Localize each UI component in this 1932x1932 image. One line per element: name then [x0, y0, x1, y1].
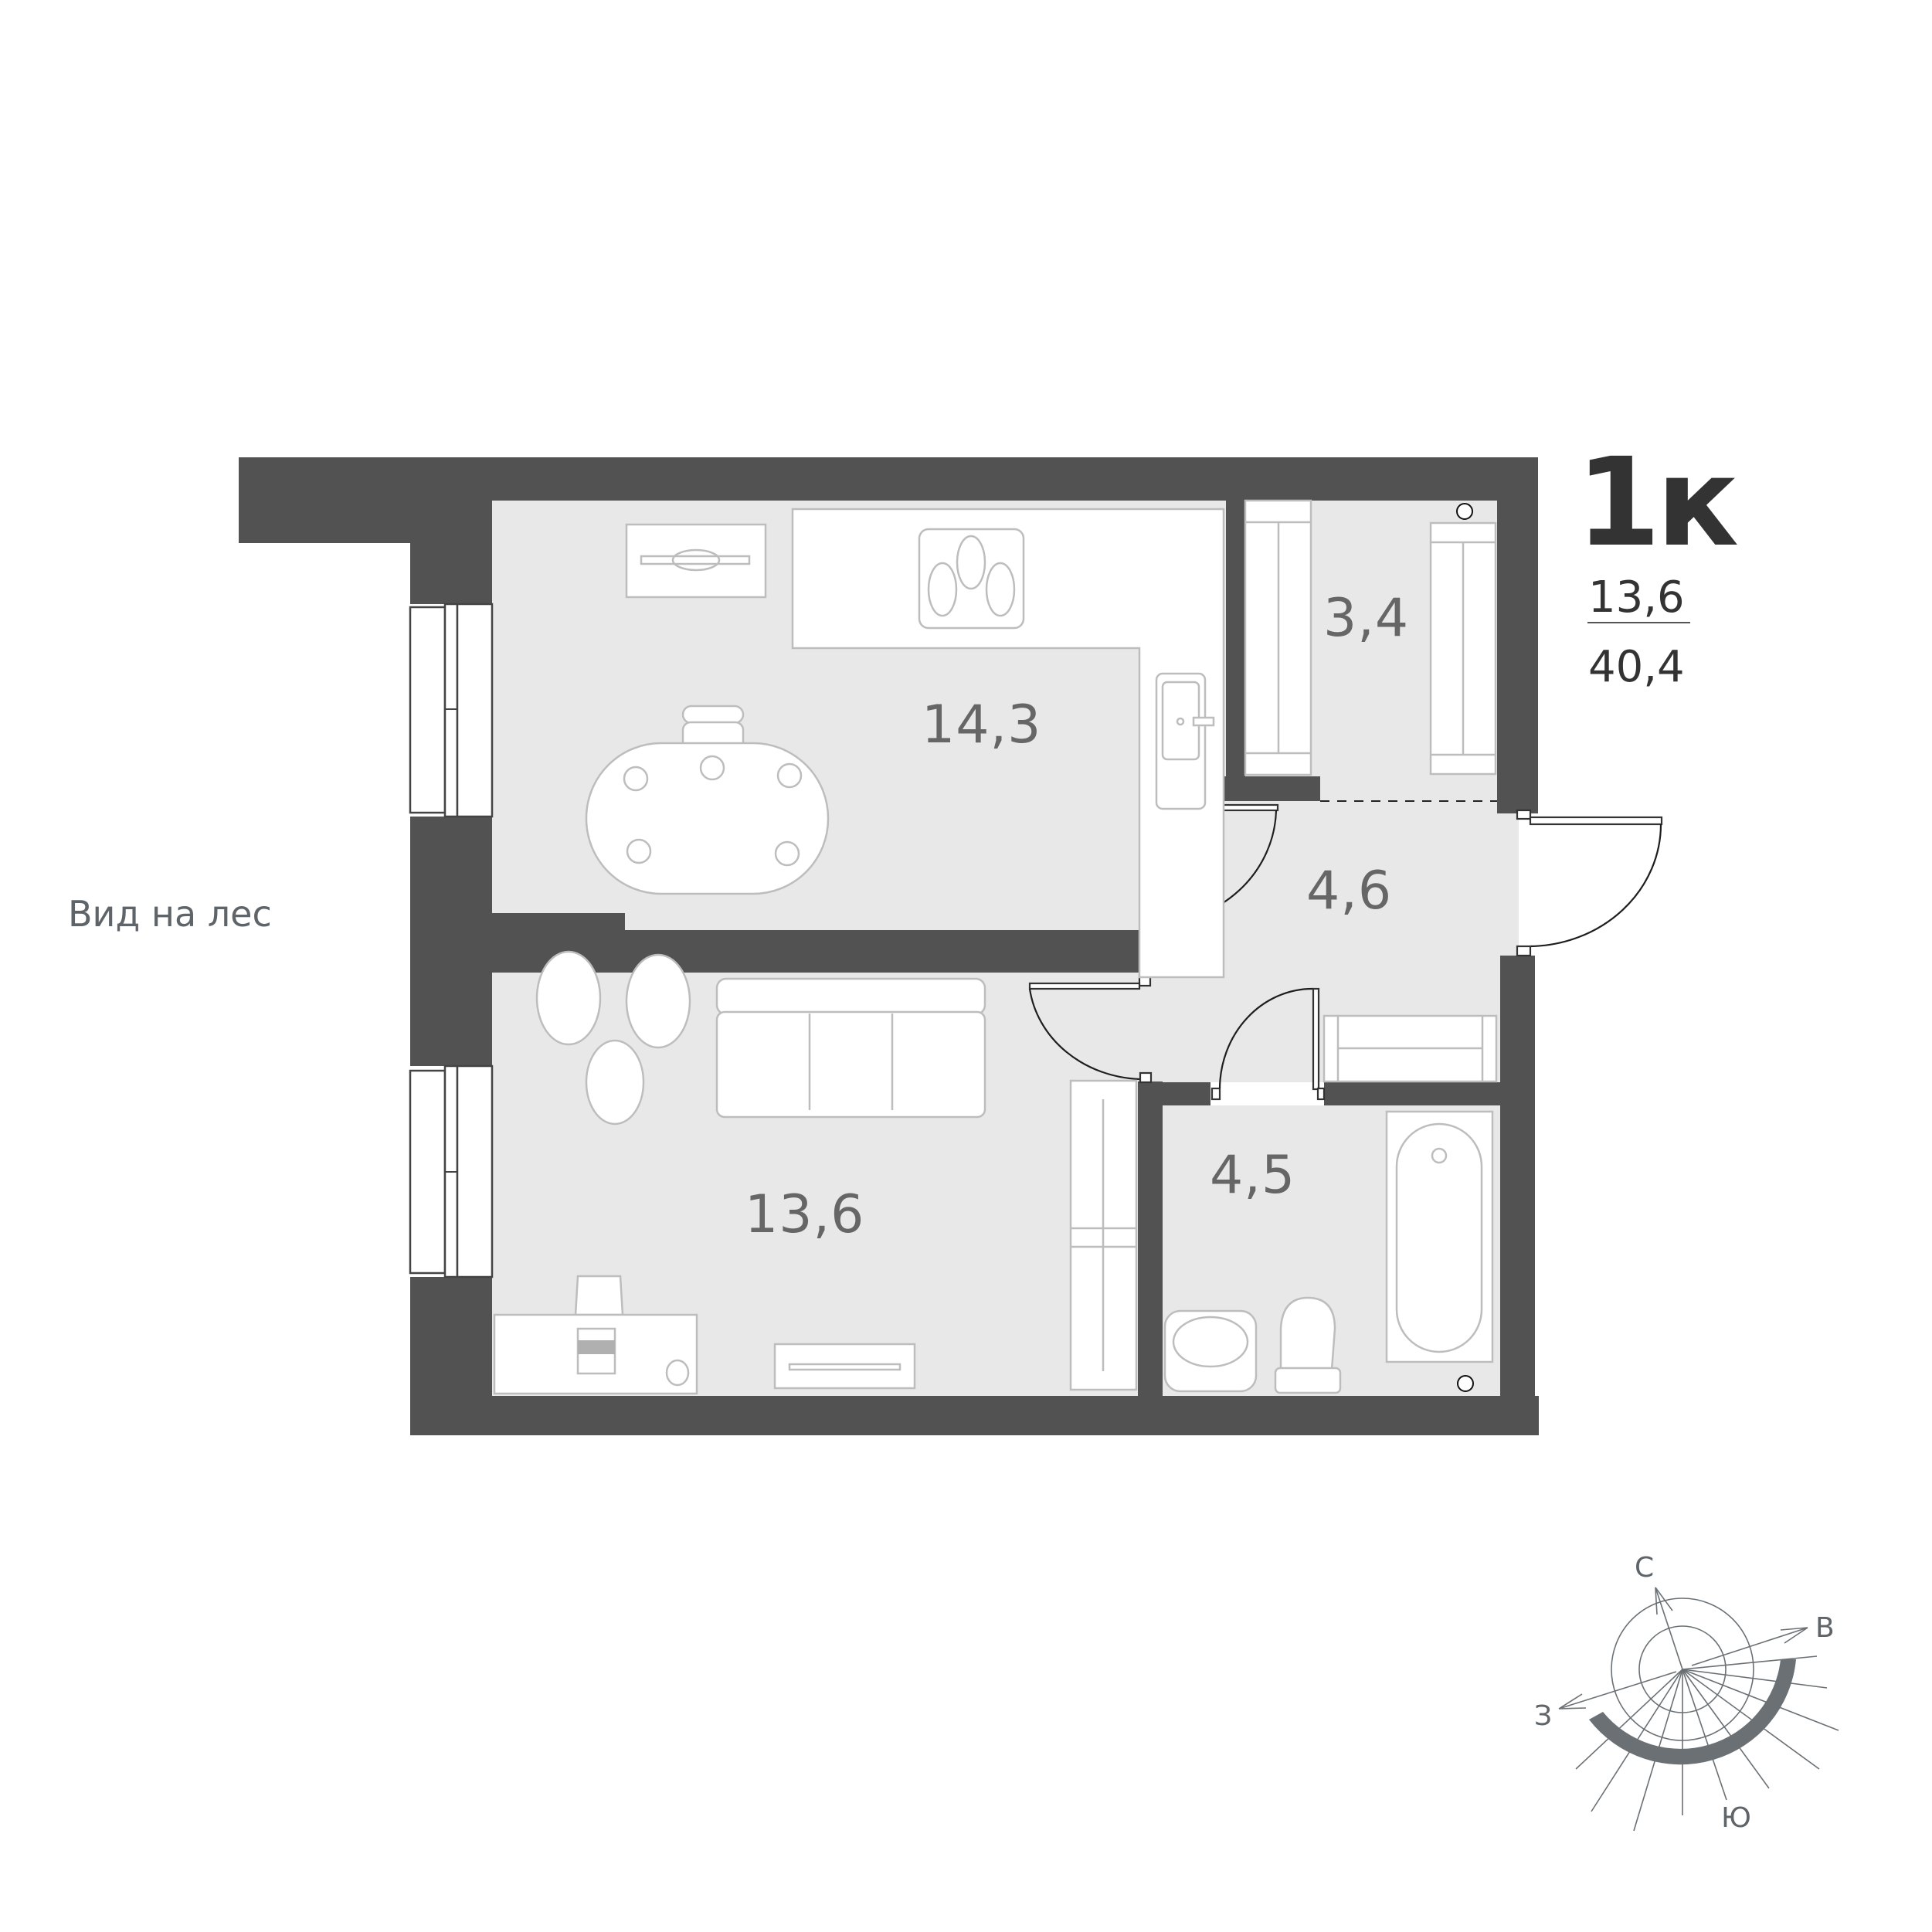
compass-icon [1558, 1587, 1839, 1832]
kitchen-counter [791, 508, 1225, 979]
hallway-wardrobe [1323, 1014, 1498, 1083]
room-area-kitchen: 14,3 [922, 694, 1042, 755]
room-area-bathroom: 4,5 [1210, 1145, 1296, 1206]
armchairs [535, 950, 691, 1126]
room-area-hallway: 4,6 [1306, 861, 1393, 922]
sofa [715, 977, 986, 1119]
living-area-value: 13,6 [1588, 572, 1685, 623]
apartment-type: 1к [1576, 432, 1739, 574]
room-area-wardrobe: 3,4 [1323, 588, 1410, 649]
bedroom-tv-unit [773, 1343, 916, 1390]
window-bedroom [409, 1064, 494, 1278]
desk [493, 1275, 698, 1395]
door-bathroom[interactable] [1210, 987, 1326, 1101]
compass-south-label: Ю [1721, 1802, 1751, 1834]
door-bedroom[interactable] [1028, 973, 1153, 1084]
compass-east-label: В [1815, 1612, 1835, 1644]
room-area-bedroom: 13,6 [745, 1184, 865, 1245]
fraction-divider [1587, 622, 1690, 623]
toilet [1274, 1296, 1342, 1394]
wardrobe-left-shelf [1244, 499, 1312, 776]
compass-west-label: З [1534, 1700, 1553, 1732]
window-kitchen [409, 603, 494, 818]
walls [239, 457, 1539, 1435]
sink [1163, 1309, 1258, 1393]
total-area-value: 40,4 [1588, 642, 1685, 692]
bedroom-wardrobe [1069, 1079, 1138, 1391]
door-entrance[interactable] [1516, 809, 1663, 957]
dining-table [585, 705, 830, 895]
wardrobe-right-shelf [1429, 503, 1497, 776]
compass-north-label: С [1635, 1552, 1655, 1584]
bathtub [1385, 1110, 1494, 1392]
kitchen-tv-unit [625, 523, 767, 599]
view-note: Вид на лес [68, 893, 272, 935]
